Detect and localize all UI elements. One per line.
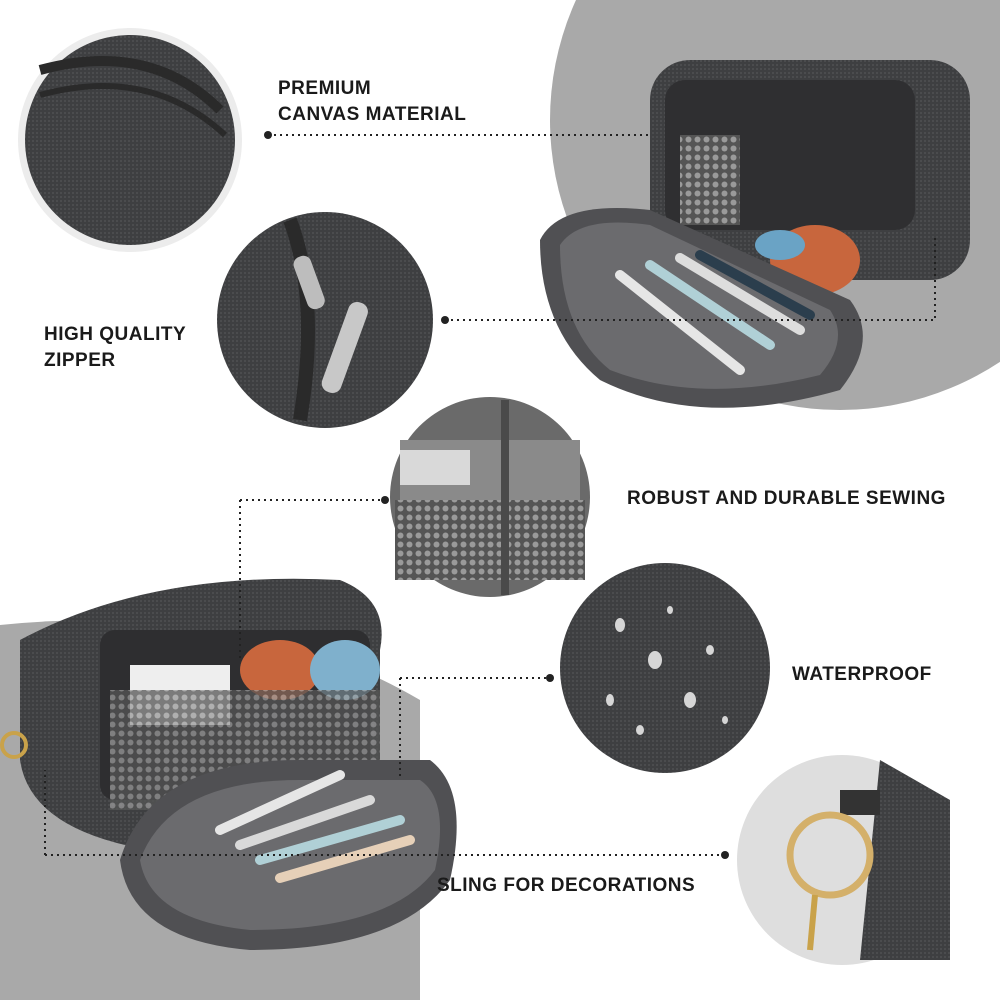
feature-label-sling: SLING FOR DECORATIONS — [437, 875, 696, 896]
detail-sewing-circle — [390, 397, 590, 597]
label-line: CANVAS MATERIAL — [278, 104, 467, 125]
label-line: HIGH QUALITY — [44, 324, 187, 345]
feature-label-zipper: HIGH QUALITY ZIPPER — [44, 322, 186, 374]
feature-label-canvas: PREMIUM CANVAS MATERIAL — [278, 76, 466, 128]
leader-dots — [264, 131, 729, 859]
feature-label-waterproof: WATERPROOF — [792, 664, 932, 685]
pencil-case-top — [540, 60, 970, 408]
detail-sling-circle — [737, 755, 950, 965]
detail-waterproof-circle — [560, 563, 770, 773]
pencil-case-bottom — [0, 578, 457, 950]
detail-canvas-circle — [18, 28, 242, 252]
label-line: PREMIUM — [278, 78, 372, 99]
detail-zipper-circle — [217, 212, 433, 428]
leader-lines — [44, 134, 936, 856]
label-line: ZIPPER — [44, 350, 116, 371]
feature-label-sewing: ROBUST AND DURABLE SEWING — [627, 488, 946, 509]
